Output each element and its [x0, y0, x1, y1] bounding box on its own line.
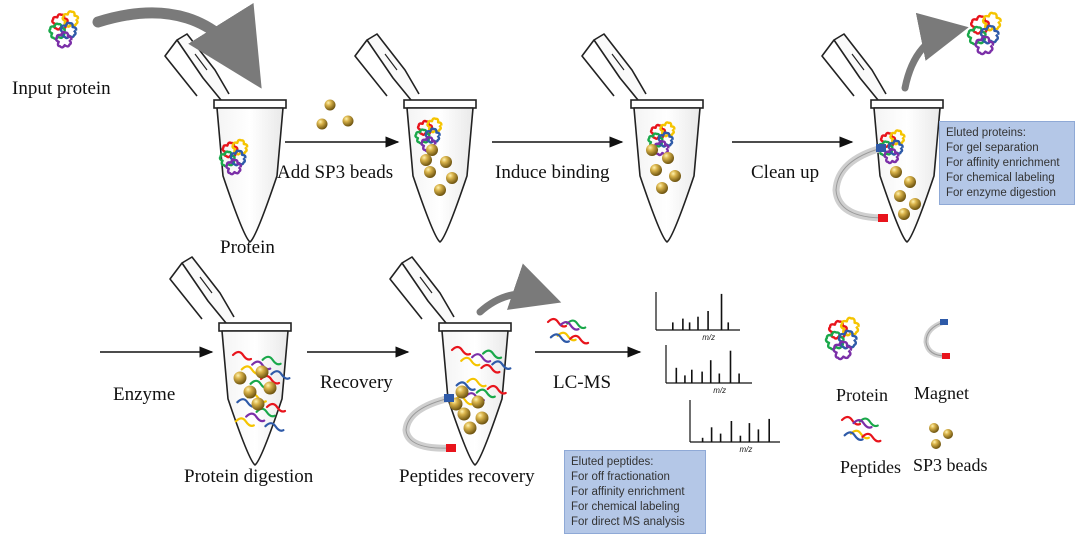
legend-peptides-icon: [840, 415, 882, 443]
tube-clean-up: [821, 33, 944, 243]
arrow-elute-proteins: [901, 12, 969, 92]
magnet-clean-up: [832, 144, 888, 222]
eluted-proteins-note: Eluted proteins: For gel separation For …: [939, 121, 1075, 205]
tube-digestion-beads: [233, 365, 277, 411]
tube-cleanup-beads: [890, 166, 921, 220]
eluted-protein-cluster: [966, 11, 1002, 56]
label-peptides-recovery: Peptides recovery: [399, 466, 535, 487]
label-clean-up: Clean up: [751, 162, 820, 183]
legend-protein-icon: [824, 316, 860, 361]
free-beads: [316, 99, 354, 130]
eluted-proteins-item: For gel separation: [946, 142, 1039, 154]
label-input-protein: Input protein: [12, 78, 111, 99]
eluted-proteins-item: For enzyme digestion: [946, 187, 1056, 199]
tube-protein: [164, 33, 287, 243]
eluted-peptides-item: For affinity enrichment: [571, 486, 685, 498]
tube-induce-binding: [581, 33, 704, 243]
legend-beads-label: SP3 beads: [913, 455, 988, 475]
tube-protein-digestion: [169, 256, 292, 466]
legend-protein-label: Protein: [836, 385, 888, 405]
tube-protein-content: [218, 138, 249, 176]
spectrum-3: m/z: [689, 400, 780, 454]
spectrum-axis-label: m/z: [702, 333, 715, 342]
eluted-peptides-item: For chemical labeling: [571, 501, 680, 513]
legend-magnet-label: Magnet: [914, 383, 969, 403]
label-protein-digestion: Protein digestion: [184, 466, 314, 487]
label-protein: Protein: [220, 237, 275, 258]
spectrum-axis-label: m/z: [740, 445, 753, 454]
spectrum-1: m/z: [655, 292, 740, 342]
eluted-proteins-item: For affinity enrichment: [946, 157, 1060, 169]
eluted-peptides-item: For off fractionation: [571, 471, 670, 483]
legend-peptides-label: Peptides: [840, 457, 901, 477]
legend-beads-icon: [929, 423, 953, 449]
arrow-input-to-tube: [92, 2, 262, 89]
spectrum-2: m/z: [665, 345, 752, 395]
input-protein-cluster: [48, 10, 80, 49]
legend-magnet-icon: [923, 319, 950, 359]
tube-recovery-beads: [449, 385, 489, 435]
label-induce-binding: Induce binding: [495, 162, 610, 183]
eluted-peptides-title: Eluted peptides:: [571, 456, 654, 468]
label-lcms: LC-MS: [553, 372, 612, 393]
spectrum-axis-label: m/z: [713, 386, 726, 395]
tube-cleanup-protein-content: [877, 129, 906, 165]
label-recovery: Recovery: [320, 372, 393, 393]
eluted-peptides-item: For direct MS analysis: [571, 516, 685, 528]
tube-binding-beads: [646, 144, 681, 194]
tube-recovery-peptides: [450, 345, 512, 406]
eluted-peptides-note: Eluted peptides: For off fractionation F…: [564, 450, 706, 534]
label-add-beads: Add SP3 beads: [277, 162, 394, 183]
label-enzyme: Enzyme: [113, 384, 176, 405]
tube-beads: [420, 144, 458, 196]
eluted-proteins-item: For chemical labeling: [946, 172, 1055, 184]
eluted-proteins-title: Eluted proteins:: [946, 127, 1026, 139]
eluted-peptides-icon: [546, 317, 590, 345]
arrow-elute-peptides: [476, 263, 562, 316]
magnet-recovery: [402, 394, 456, 452]
